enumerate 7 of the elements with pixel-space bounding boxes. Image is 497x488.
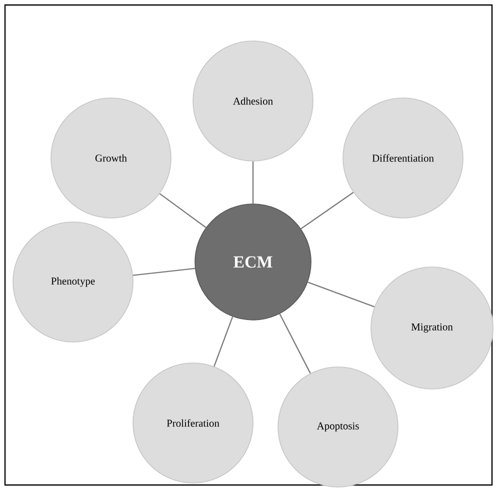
connector-line [159,193,206,228]
connector-line [214,316,234,367]
connector-line [252,161,254,204]
connector-line [300,192,354,230]
connector-line [308,282,375,308]
connector-line [132,268,196,276]
connector-line [279,314,311,374]
